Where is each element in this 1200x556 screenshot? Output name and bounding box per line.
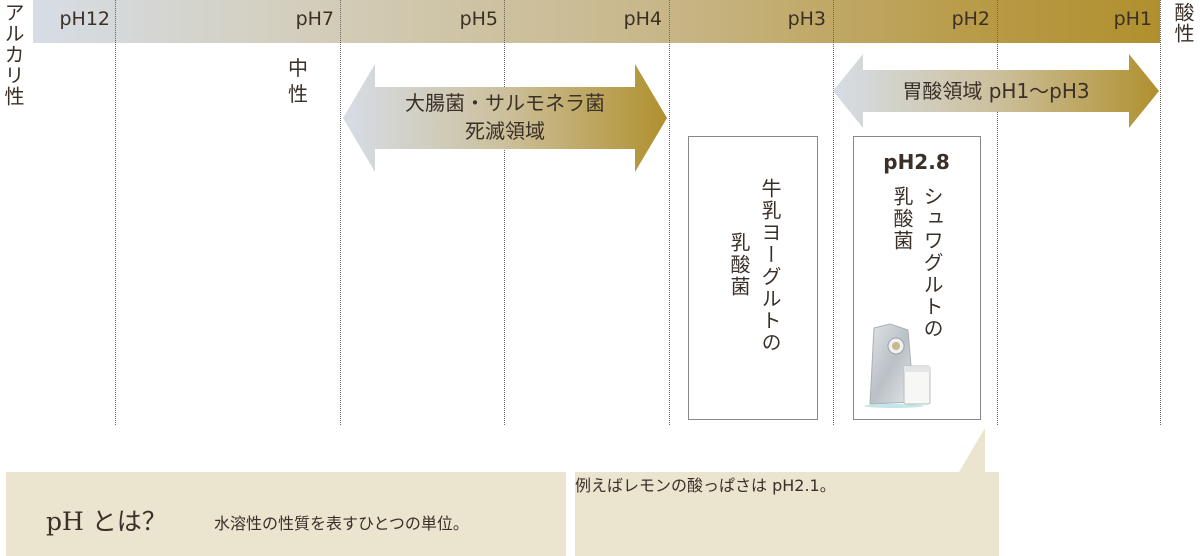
- gridline-ph3: [833, 0, 834, 425]
- bacteria-zone-line1: 大腸菌・サルモネラ菌: [405, 91, 605, 115]
- shuwagurt-label-line2: 乳酸菌: [890, 186, 914, 252]
- lemon-example-callout: [575, 428, 999, 556]
- stomach-acid-arrow: [833, 54, 1159, 128]
- shuwagurt-label-line1: シュワグルトの: [920, 186, 944, 340]
- gridline-ph7: [340, 0, 341, 425]
- bacteria-zone-arrow: [343, 64, 667, 172]
- stomach-acid-label: 胃酸領域 pH1〜pH3: [902, 79, 1090, 103]
- tick-label-ph2: pH2: [951, 8, 990, 30]
- tick-label-ph4: pH4: [623, 8, 662, 30]
- tick-label-ph12: pH12: [59, 8, 110, 30]
- gridline-ph12: [115, 0, 116, 425]
- tick-label-ph3: pH3: [787, 8, 826, 30]
- shuwagurt-ph-value: pH2.8: [883, 150, 950, 174]
- alkaline-label: アルカリ性: [1, 2, 25, 107]
- gridline-ph1: [1160, 0, 1161, 425]
- tick-label-ph7: pH7: [295, 8, 334, 30]
- gridline-ph5: [504, 0, 505, 425]
- tick-label-ph5: pH5: [459, 8, 498, 30]
- tick-label-ph1: pH1: [1113, 8, 1152, 30]
- bacteria-zone-line2: 死滅領域: [465, 119, 545, 143]
- ph-definition-text: 水溶性の性質を表すひとつの単位。: [214, 514, 469, 533]
- ph-definition-box: pH とは？ 水溶性の性質を表すひとつの単位。: [6, 472, 566, 556]
- ph-scale-bar: [33, 0, 1160, 43]
- bacteria-zone-label: 大腸菌・サルモネラ菌 死滅領域: [375, 89, 635, 145]
- acidic-label: 酸性: [1171, 2, 1195, 44]
- yogurt-box: [688, 136, 818, 420]
- yogurt-label-line1: 牛乳ヨーグルトの: [758, 178, 782, 354]
- gridline-ph2: [997, 0, 998, 425]
- gridline-ph4: [669, 0, 670, 425]
- shuwagurt-product-image: [864, 323, 931, 408]
- neutral-label: 中性: [288, 56, 308, 106]
- ph-definition-title: pH とは？: [46, 507, 167, 536]
- lemon-example-text: 例えばレモンの酸っぱさは pH2.1。: [575, 476, 836, 495]
- yogurt-label-line2: 乳酸菌: [727, 232, 751, 298]
